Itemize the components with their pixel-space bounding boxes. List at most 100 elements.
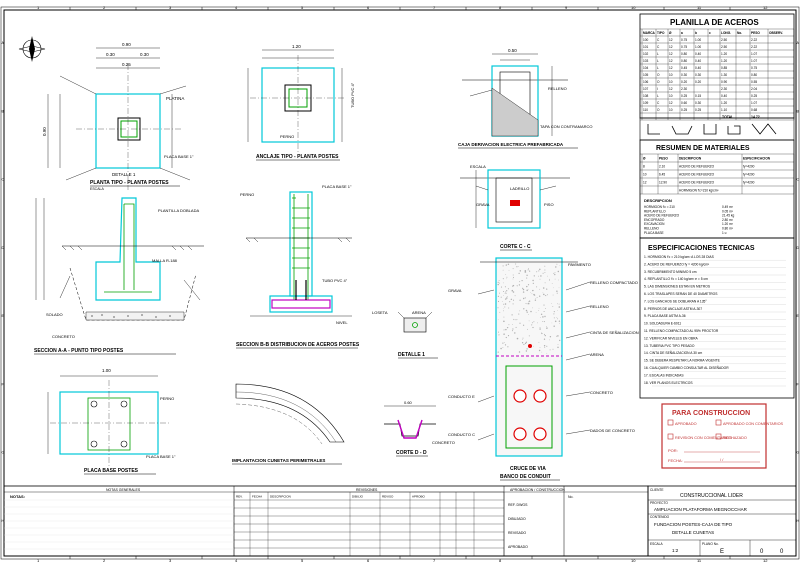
label-perno: PERNO (280, 134, 294, 139)
planilla-cell: 1.30 (721, 73, 727, 77)
view-planta-tipo: 0.90 0.30 0.30 0.25 0.90 PLATINA PLACA B… (18, 36, 194, 191)
label-relleno-compactado: RELLENO COMPACTADO (590, 280, 638, 285)
planilla-cell: 0.40 (695, 52, 701, 56)
planilla-cell: 0.15 (695, 94, 701, 98)
grid-col-label: 10 (631, 558, 636, 563)
label-placa-base: PLACA BASE 1" (146, 454, 176, 459)
planilla-cell: L (657, 94, 659, 98)
planilla-cell: 105 (643, 73, 649, 77)
notas-generales-label: NOTAS GENERALES (106, 488, 141, 492)
spec-item: 7. LOS GANCHOS SE DOBLARAN A 135° (644, 299, 707, 303)
planilla-cell: 0.80 (751, 73, 757, 77)
construction-stamp: PARA CONSTRUCCION APROBADO APROBADO CON … (661, 403, 784, 469)
stamp-checkbox[interactable] (667, 433, 674, 440)
label-loseta: LOSETA (372, 310, 388, 315)
revision-header: REVISO (382, 495, 394, 499)
resumen-cell: ACERO DE REFUERZO (679, 173, 715, 177)
label-escala: ESCALA (470, 164, 486, 169)
resumen-cell: ACERO DE REFUERZO (679, 181, 715, 185)
view-title: PLACA BASE POSTES (84, 468, 139, 474)
no-label: No. (568, 495, 573, 499)
resumen-header: Ø (643, 157, 646, 161)
escala-value: 1:2 (672, 548, 679, 553)
view-seccion-aa: PLANTILLA DOBLADA MALLA R-188 SOLADO CON… (34, 197, 204, 355)
dim-label: 0.90 (42, 127, 47, 136)
stamp-option: REVISION CON COMENTARIOS (675, 436, 732, 440)
grid-col-label: 9 (565, 5, 568, 10)
stamp-checkbox[interactable] (667, 419, 674, 426)
label-grava: GRAVA (476, 202, 490, 207)
planilla-cell: 10 (669, 73, 673, 77)
planilla-cell: 12 (669, 52, 673, 56)
stamp-checkbox[interactable] (715, 433, 722, 440)
planilla-cell: 101 (643, 45, 649, 49)
label-dados: DADOS DE CONCRETO (590, 428, 635, 433)
especificaciones-panel: ESPECIFICACIONES TECNICAS 1. HORMIGON f'… (639, 237, 795, 399)
aprobado-label: APROBADO (508, 545, 528, 549)
resumen-title: RESUMEN DE MATERIALES (656, 145, 750, 152)
spec-item: 15. SE DEBERA RESPETAR LA NORMA VIGENTE (644, 359, 721, 363)
resumen-cell: 12.90 (659, 181, 667, 185)
spec-item: 1. HORMIGON f'c = 210 kg/cm² A LOS 28 DI… (644, 255, 715, 259)
grid-row-label: C (2, 178, 5, 182)
dim-label: 0.50 (508, 48, 517, 53)
view-title: DETALLE 1 (398, 352, 425, 358)
grid-row-label: B (2, 109, 5, 113)
label-arena: ARENA (590, 352, 604, 357)
label-conducto-e: CONDUCTO E (448, 394, 475, 399)
grid-col-label: 4 (235, 5, 238, 10)
view-subtitle: BANCO DE CONDUIT (500, 474, 551, 480)
planilla-cell: 106 (643, 80, 649, 84)
planilla-cell: C (657, 38, 660, 42)
dim-label: 1.00 (102, 368, 111, 373)
planilla-total-label: TOTAL (722, 115, 734, 119)
stamp-option: APROBADO CON COMENTARIOS (723, 422, 784, 426)
planilla-cell: 0.40 (721, 94, 727, 98)
label-perno: PERNO (240, 192, 254, 197)
resumen-summary-title: DESCRIPCION (644, 198, 672, 203)
label-cinta: CINTA DE SEÑALIZACION (590, 330, 639, 335)
revision-header: APROBO (412, 495, 426, 499)
hoja-value: 0 (760, 549, 764, 555)
planilla-cell: 12 (669, 101, 673, 105)
grid-col-label: 6 (367, 558, 370, 563)
planilla-cell: 0.20 (695, 80, 701, 84)
planilla-cell: 0.25 (681, 108, 687, 112)
resumen-summary-item: EXCAVACION (644, 222, 665, 226)
planilla-cell: O (657, 80, 660, 84)
dim-label: 0.25 (122, 62, 131, 67)
resumen-summary-value: 0.49 m³ (722, 205, 733, 209)
stamp-option: APROBADO (675, 422, 697, 426)
planilla-header: c (709, 31, 711, 35)
label-perno: PERNO (160, 396, 174, 401)
label-tubo: TUBO PVC 4" (350, 82, 355, 108)
spec-item: 18. VER PLANOS ELECTRICOS (644, 381, 693, 385)
resumen-summary-item: HORMIGON f'c = 210 (644, 205, 675, 209)
dim-label: 0.90 (122, 42, 131, 47)
planilla-cell: 0.20 (681, 80, 687, 84)
dim-label: 1.20 (292, 44, 301, 49)
revision-header: REV. (236, 495, 243, 499)
north-arrow-icon (18, 36, 46, 62)
resumen-header: ESPECIFICACION (743, 157, 771, 161)
grid-col-label: 12 (763, 558, 768, 563)
planilla-cell: L (657, 59, 659, 63)
planilla-cell: 12 (669, 38, 673, 42)
spec-item: 13. TUBERIA PVC TIPO PESADO (644, 344, 695, 348)
stamp-checkbox[interactable] (715, 419, 722, 426)
title-block: CLIENTE CONSTRUCCIONAL LIDER PROYECTO AM… (647, 485, 797, 557)
planilla-title: PLANILLA DE ACEROS (670, 18, 759, 27)
planilla-cell: 10 (669, 94, 673, 98)
label-piso: PISO (544, 202, 554, 207)
dibujado-label: DIBUJADO (508, 517, 526, 521)
resumen-summary-value: 2.80 m² (722, 218, 733, 222)
grid-col-label: 3 (169, 5, 172, 10)
sheet-outer-border (0, 6, 800, 560)
spec-item: 9. PLACA BASE ASTM A-36 (644, 314, 686, 318)
proyecto-value: AMPLIACION PLATAFORMA MEGNOCCHAR (654, 507, 748, 512)
view-code: DETALLE 1 (112, 172, 136, 177)
